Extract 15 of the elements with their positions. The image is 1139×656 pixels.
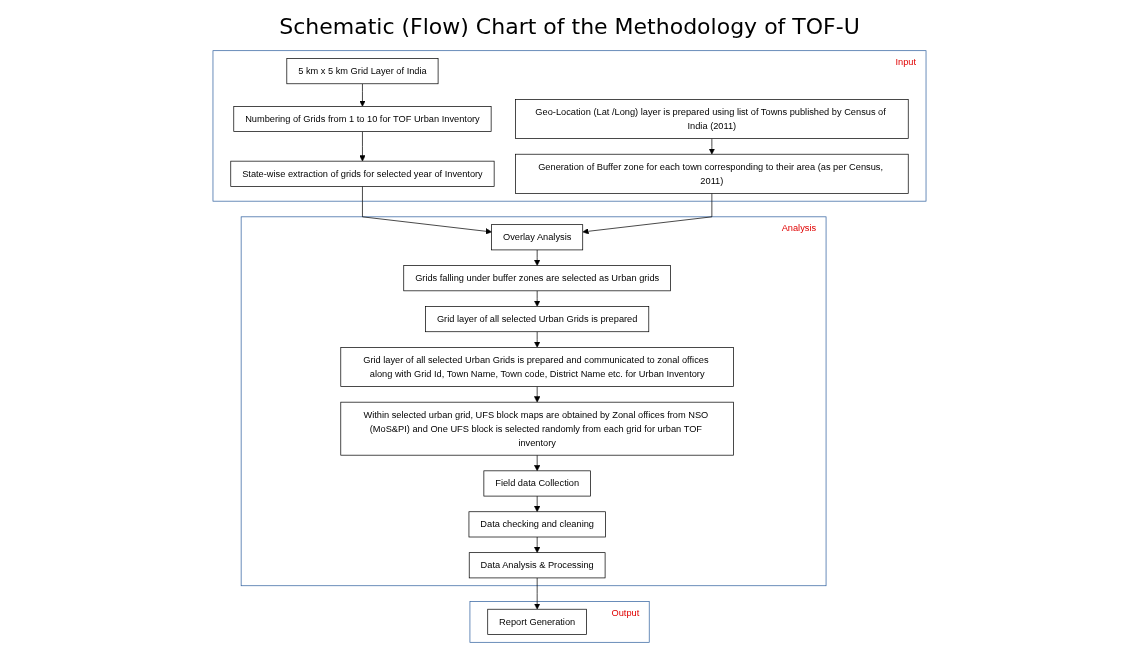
node-box: Geo-Location (Lat /Long) layer is prepared using list of Towns published by Census of India (2011) xyxy=(515,99,909,139)
node-box: Grid layer of all selected Urban Grids is prepared and communicated to zonal offices along with Grid Id, Town Name, Town code, District Name etc. for Urban Inventory xyxy=(340,347,734,387)
node-box: Report Generation xyxy=(487,608,587,635)
node-box: Within selected urban grid, UFS block maps are obtained by Zonal offices from NSO (MoS&PI) and One UFS block is selected randomly from each grid for urban TOF inventory xyxy=(340,401,734,456)
node-box: 5 km x 5 km Grid Layer of India xyxy=(286,58,439,85)
node-box: Grid layer of all selected Urban Grids is prepared xyxy=(425,306,650,333)
node-box: Overlay Analysis xyxy=(491,224,584,251)
node-box: Data Analysis & Processing xyxy=(468,552,606,579)
node-box: Field data Collection xyxy=(483,470,591,497)
node-box: Numbering of Grids from 1 to 10 for TOF Urban Inventory xyxy=(233,106,492,132)
node-box: Grids falling under buffer zones are selected as Urban grids xyxy=(403,265,671,292)
node-box: Data checking and cleaning xyxy=(468,511,606,538)
node-box: Generation of Buffer zone for each town corresponding to their area (as per Census, 2011) xyxy=(515,153,909,194)
node-box: State-wise extraction of grids for selected year of Inventory xyxy=(230,160,495,187)
diagram-title: Schematic (Flow) Chart of the Methodology of TOF-U xyxy=(279,14,860,39)
